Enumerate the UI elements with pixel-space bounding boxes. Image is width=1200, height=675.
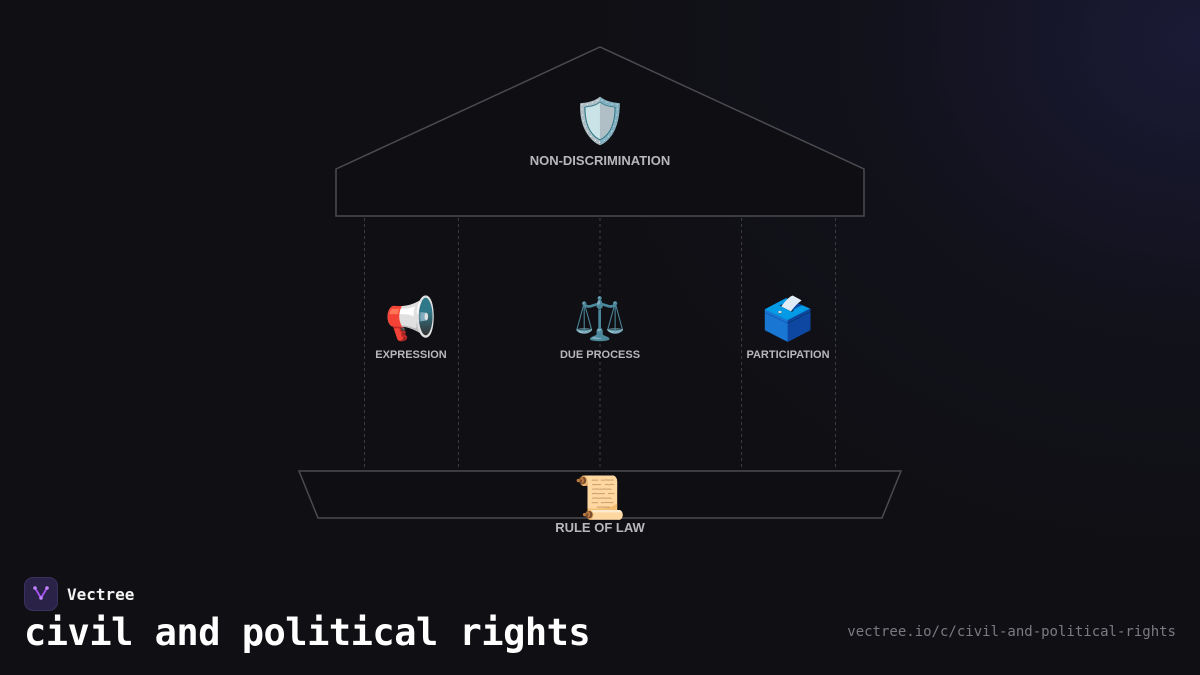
ballot-box-icon: 🗳️ bbox=[762, 294, 814, 343]
pillar-due-process: ⚖️ DUE PROCESS bbox=[560, 294, 640, 361]
brand-name: Vectree bbox=[67, 584, 135, 604]
foundation-outline bbox=[297, 470, 903, 519]
pillar-participation-label: PARTICIPATION bbox=[746, 349, 829, 361]
pillar-participation: 🗳️ PARTICIPATION bbox=[746, 294, 829, 361]
foundation-label: RULE OF LAW bbox=[555, 520, 645, 535]
pillar-due-process-label: DUE PROCESS bbox=[560, 349, 640, 361]
vectree-logo-mark bbox=[33, 586, 49, 600]
page-title: civil and political rights bbox=[24, 611, 591, 654]
brand: Vectree bbox=[24, 577, 134, 611]
pillar-lines bbox=[364, 218, 836, 468]
scroll-icon: 📜 bbox=[574, 473, 626, 522]
vectree-logo-icon bbox=[24, 577, 58, 611]
roof-icon-shield-icon: 🛡️ bbox=[573, 96, 628, 147]
pillar-expression: 📢 EXPRESSION bbox=[375, 294, 447, 361]
page-url[interactable]: vectree.io/c/civil-and-political-rights bbox=[847, 624, 1176, 640]
megaphone-icon: 📢 bbox=[385, 294, 437, 344]
balance-scale-icon: ⚖️ bbox=[574, 294, 626, 343]
roof-outline bbox=[335, 46, 865, 217]
pillar-expression-label: EXPRESSION bbox=[375, 349, 447, 361]
roof-label: NON-DISCRIMINATION bbox=[530, 153, 671, 168]
